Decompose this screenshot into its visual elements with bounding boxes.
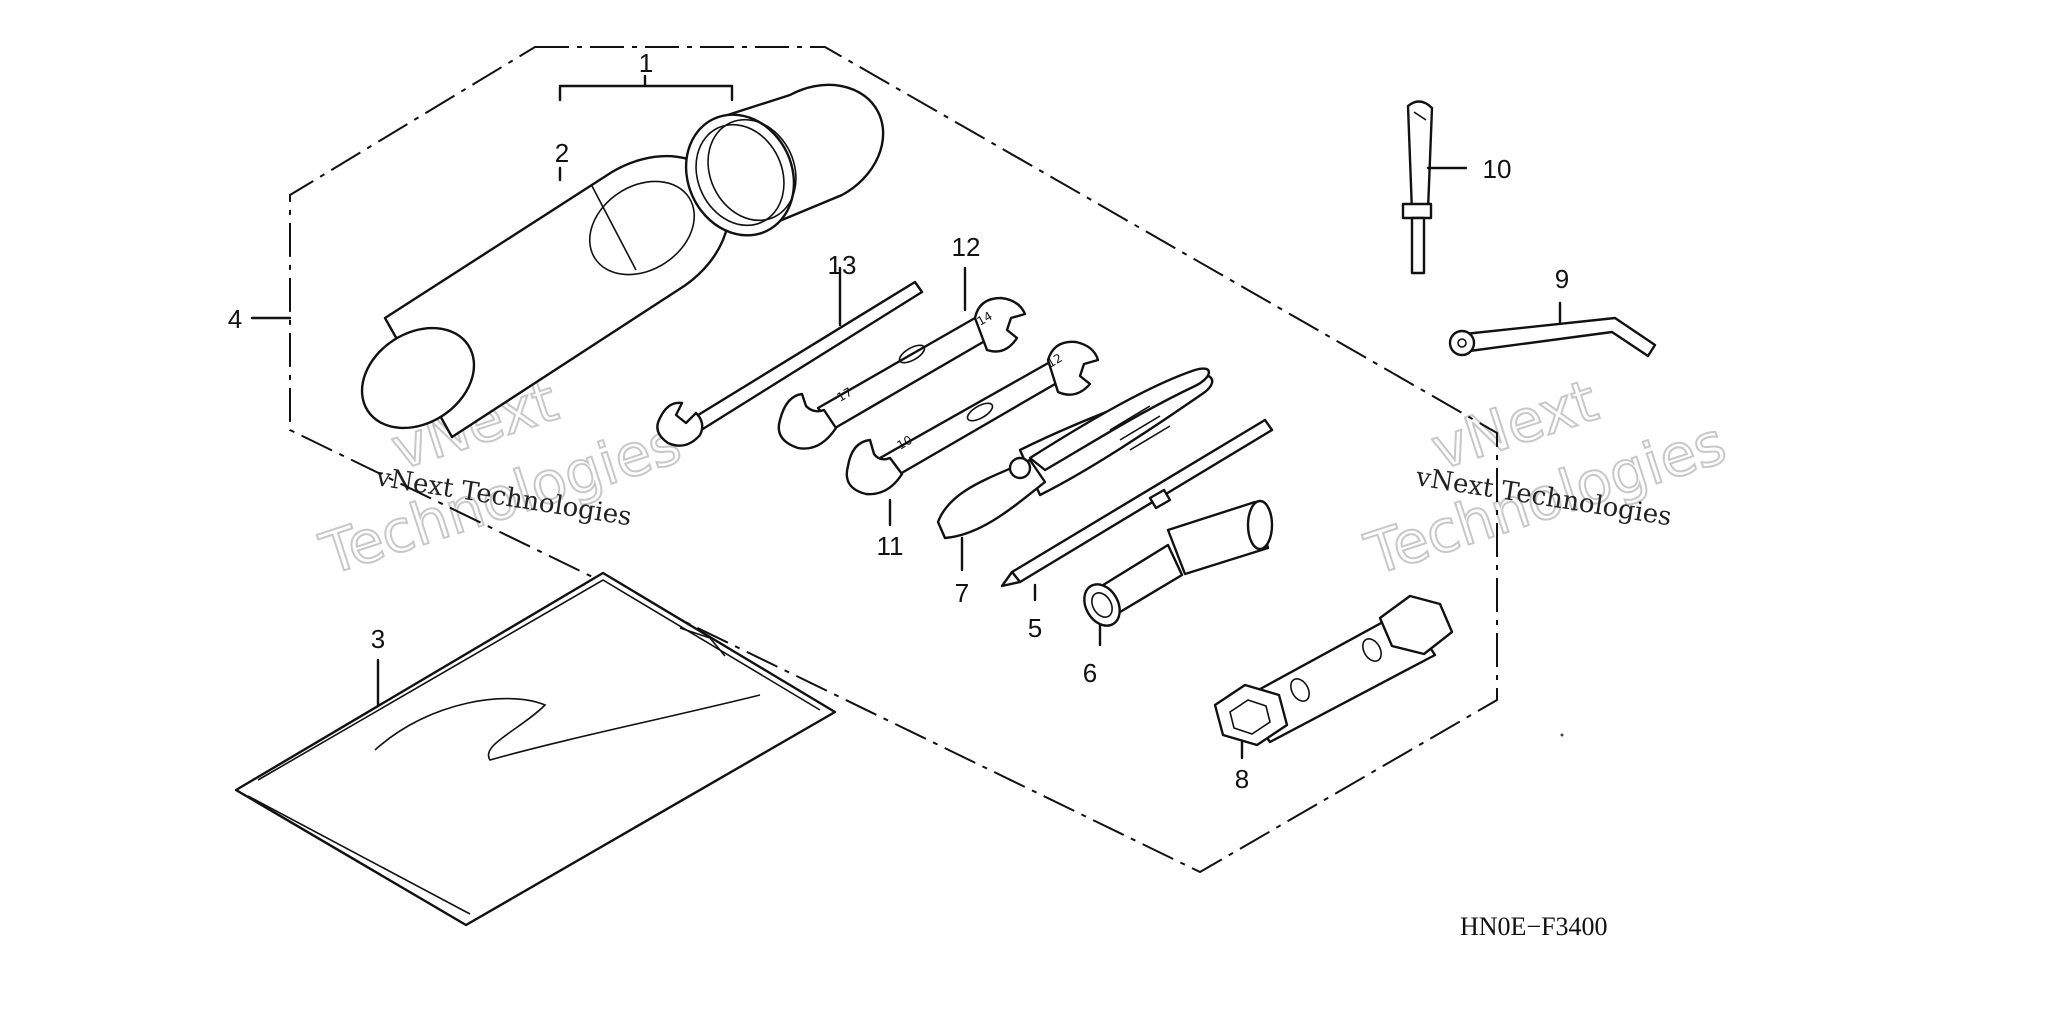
- callout-1: 1: [639, 48, 653, 78]
- svg-text:12: 12: [1045, 351, 1065, 371]
- tool-kit-boundary: [289, 46, 1498, 874]
- callout-8: 8: [1235, 764, 1249, 794]
- watermark-right: vNext Technologies vNext Technologies: [1356, 365, 1734, 589]
- diagram-code: HN0E−F3400: [1460, 912, 1608, 941]
- callout-2: 2: [555, 138, 569, 168]
- callout-7: 7: [955, 578, 969, 608]
- wrench-11-part: 10 12: [845, 340, 1100, 496]
- callout-6: 6: [1083, 658, 1097, 688]
- screwdriver-blade-5-part: [1000, 418, 1274, 588]
- hex-key-10-part: [1401, 100, 1434, 275]
- callout-9: 9: [1555, 264, 1569, 294]
- callout-4: 4: [228, 304, 242, 334]
- pin-spanner-9-part: [1448, 316, 1657, 358]
- callout-12: 12: [952, 232, 981, 262]
- svg-text:17: 17: [835, 385, 855, 405]
- wrench-13-part: [656, 280, 924, 447]
- leader-lines: [250, 74, 1562, 760]
- callout-13: 13: [828, 250, 857, 280]
- callout-3: 3: [371, 624, 385, 654]
- callout-labels: 1 2 3 4 5 6 7 8 9 10 11 12 13: [228, 48, 1569, 794]
- speck-mark: [1560, 733, 1564, 737]
- pliers-7-part: [936, 367, 1214, 540]
- wrench-12-part: 17 14: [777, 296, 1027, 450]
- tool-case-cap-part: [684, 83, 885, 237]
- svg-text:14: 14: [975, 309, 995, 329]
- callout-11: 11: [877, 531, 904, 561]
- tool-bag-part: [234, 571, 837, 927]
- svg-text:10: 10: [895, 433, 915, 453]
- callout-10: 10: [1483, 154, 1512, 184]
- spark-plug-wrench-8-part: [1213, 594, 1454, 747]
- screwdriver-handle-6-part: [1083, 499, 1274, 627]
- callout-5: 5: [1028, 613, 1042, 643]
